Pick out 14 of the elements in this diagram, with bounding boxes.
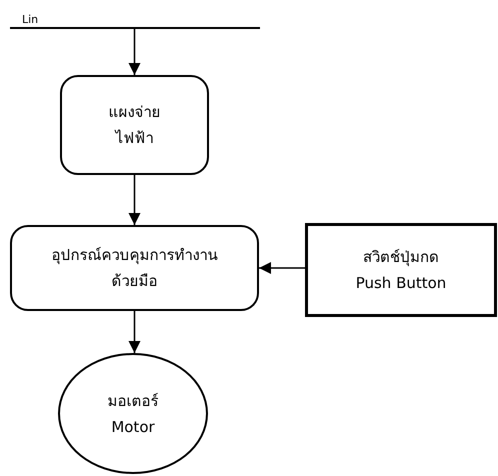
arrow [128, 29, 140, 75]
process-box [10, 225, 259, 311]
input-box [305, 223, 497, 317]
arrow [128, 175, 140, 225]
process-box [60, 75, 209, 175]
arrow [128, 311, 140, 353]
english-label: Push Button [356, 273, 446, 294]
node-label: อุปกรณ์ควบคุมการทำงานด้วยมือ [50, 245, 218, 292]
arrow [259, 262, 305, 274]
node-label: สวิตช์ปุ่มกด [363, 247, 439, 268]
node-label: Lin [22, 13, 38, 27]
node-label: แผงจ่ายไฟฟ้า [108, 102, 162, 149]
node-label: มอเตอร์ [108, 390, 158, 412]
english-label: Motor [111, 416, 155, 438]
